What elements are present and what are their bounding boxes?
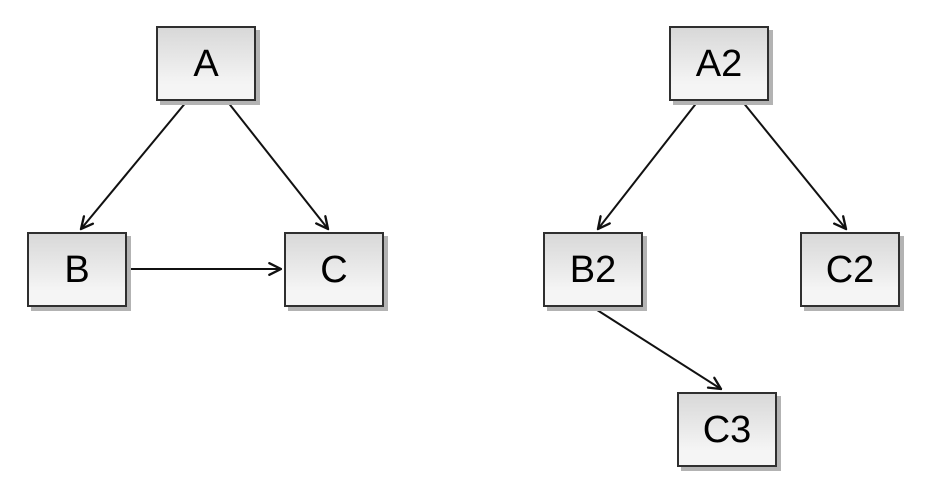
node-C: C [284, 232, 384, 307]
node-A: A [156, 26, 256, 101]
node-label-A: A [193, 42, 219, 85]
node-label-C2: C2 [825, 248, 875, 291]
node-label-B: B [64, 248, 90, 291]
edge-A2-to-B2 [598, 100, 699, 229]
node-C3: C3 [677, 392, 777, 467]
node-label-C: C [320, 248, 348, 291]
edge-A-to-C [226, 100, 328, 229]
node-label-B2: B2 [569, 248, 617, 291]
node-B: B [27, 232, 127, 307]
edge-A-to-B [81, 100, 188, 229]
edge-A2-to-C2 [741, 100, 846, 229]
node-A2: A2 [669, 26, 769, 101]
edge-B2-to-C3 [593, 307, 721, 389]
node-B2: B2 [543, 232, 643, 307]
node-C2: C2 [800, 232, 900, 307]
node-label-C3: C3 [702, 408, 752, 451]
node-label-A2: A2 [695, 42, 743, 85]
